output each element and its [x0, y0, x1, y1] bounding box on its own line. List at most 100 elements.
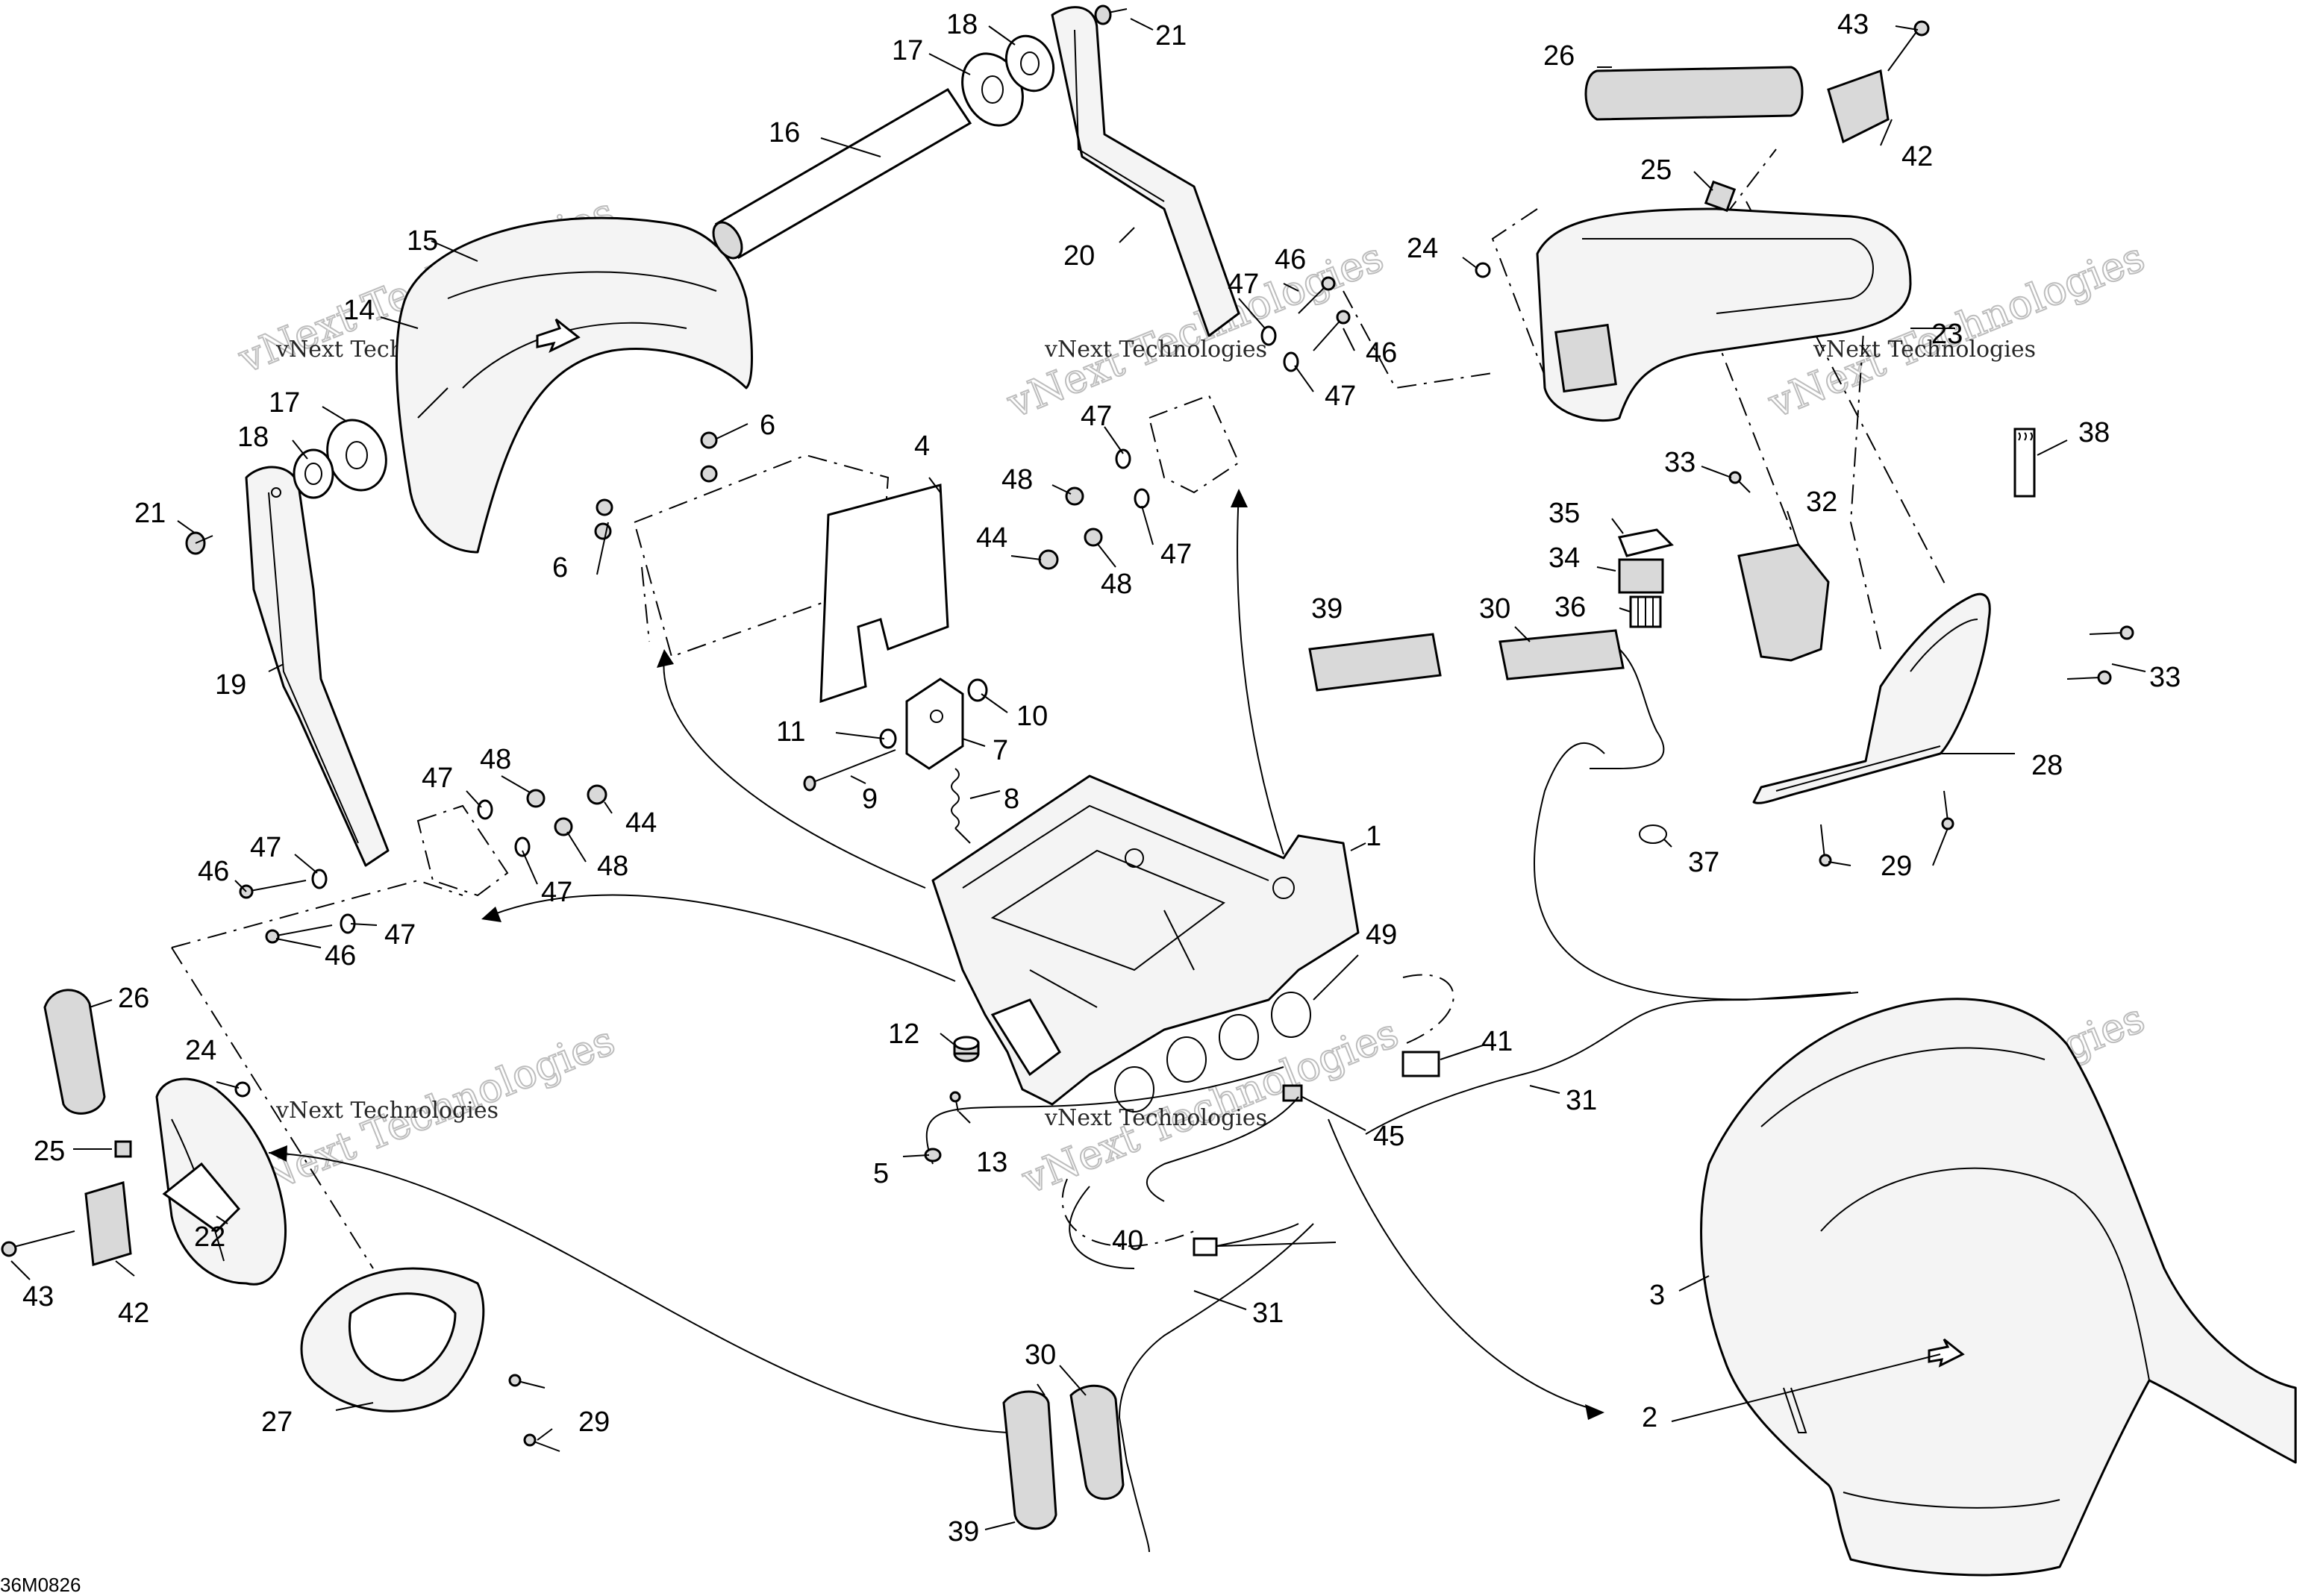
callout-43a: 43	[1837, 9, 1869, 40]
part-39-grip-bottom	[1002, 1390, 1057, 1530]
part-43-bolt-right	[1887, 20, 1930, 72]
part-42-heater-switch-left	[84, 1181, 132, 1266]
part-6-rivets	[594, 431, 718, 540]
callout-45: 45	[1373, 1121, 1404, 1152]
callout-47a: 47	[1228, 269, 1259, 300]
part-41-connector	[1401, 1051, 1440, 1077]
callout-7: 7	[993, 735, 1008, 766]
part-31-harness-lower	[1118, 1223, 1314, 1553]
callout-27: 27	[261, 1406, 293, 1438]
callout-2: 2	[1642, 1402, 1657, 1433]
callout-48d: 48	[597, 851, 628, 882]
callout-18a: 18	[946, 9, 978, 40]
callout-6a: 6	[552, 552, 568, 583]
callout-46c: 46	[198, 856, 229, 887]
callout-33b: 33	[2149, 662, 2181, 693]
part-35-switch-cap	[1617, 528, 1674, 557]
callout-25b: 25	[34, 1136, 65, 1167]
part-29-screws-left	[508, 1374, 560, 1452]
callout-47h: 47	[541, 877, 572, 908]
callout-31b: 31	[1566, 1085, 1597, 1116]
callout-44a: 44	[976, 522, 1007, 554]
callout-26a: 26	[1543, 40, 1575, 72]
part-30-grip-bottom	[1069, 1384, 1125, 1500]
callout-40: 40	[1112, 1225, 1143, 1257]
part-25-plug-left	[114, 1140, 132, 1158]
part-15-upper-fairing	[395, 216, 753, 554]
callout-29b: 29	[578, 1406, 610, 1438]
left-mount-bracket	[416, 804, 509, 897]
callout-47g: 47	[384, 919, 416, 951]
part-31-harness-upper	[1365, 992, 1851, 1135]
callout-47c: 47	[1081, 401, 1112, 432]
callout-17a: 17	[892, 35, 923, 66]
callout-13: 13	[976, 1147, 1007, 1178]
callout-8: 8	[1004, 783, 1019, 815]
diagram-reference-code: 36M0826	[0, 1574, 81, 1596]
part-48-nuts	[526, 486, 1103, 836]
callout-30b: 30	[1479, 593, 1510, 625]
callout-46a: 46	[1275, 244, 1306, 275]
watermark-text: vNext Technologies	[1044, 1105, 1267, 1131]
part-27-left-cover	[300, 1267, 485, 1412]
callout-9: 9	[862, 783, 878, 815]
callout-28: 28	[2031, 750, 2063, 781]
callout-18b: 18	[237, 422, 269, 453]
callout-17b: 17	[269, 387, 300, 419]
part-47-washers	[311, 325, 1299, 934]
callout-21b: 21	[134, 498, 166, 529]
callout-20: 20	[1063, 240, 1095, 272]
part-28-right-cover	[1752, 592, 1991, 804]
callout-49: 49	[1366, 919, 1397, 951]
callout-labels: 1 2 3 4 5 6 6 7 8 9 10 11 12 13 14 15 16…	[0, 9, 2181, 1596]
part-18-bushing-left	[293, 448, 334, 499]
callout-48b: 48	[1101, 569, 1132, 600]
part-14-arrow-decal	[536, 318, 581, 354]
part-33-screw-top	[1728, 471, 1751, 493]
callout-24a: 24	[1407, 233, 1438, 264]
callout-36: 36	[1554, 592, 1586, 623]
callout-43b: 43	[22, 1281, 54, 1312]
part-38-heater-decal	[2013, 428, 2036, 498]
callout-41: 41	[1481, 1026, 1513, 1057]
callout-39b: 39	[1311, 593, 1343, 625]
callout-3: 3	[1649, 1280, 1665, 1311]
callout-5: 5	[873, 1158, 889, 1189]
callout-26b: 26	[118, 983, 149, 1014]
callout-48a: 48	[1001, 464, 1033, 495]
callout-47d: 47	[1160, 539, 1192, 570]
callout-16: 16	[769, 117, 800, 148]
part-21-bolt-top	[1094, 4, 1128, 25]
watermark-text: vNext Technologies	[1044, 337, 1267, 363]
part-23-right-handle	[1536, 207, 1912, 422]
callout-14: 14	[343, 295, 375, 326]
part-33-screws-right	[2066, 625, 2134, 685]
callout-47e: 47	[250, 832, 281, 863]
callout-10: 10	[1016, 701, 1048, 732]
part-32-switch-housing	[1737, 543, 1830, 662]
callout-30a: 30	[1025, 1339, 1056, 1371]
callout-25a: 25	[1640, 154, 1672, 186]
part-13-screw	[949, 1091, 961, 1112]
callout-11: 11	[776, 716, 805, 748]
callout-32: 32	[1806, 486, 1837, 518]
part-20-right-arm	[1051, 6, 1240, 337]
part-30-grip-center	[1498, 629, 1665, 769]
part-24-screw-right	[1475, 262, 1491, 278]
part-25-plug-right	[1704, 180, 1737, 213]
part-40-connector	[1193, 1223, 1299, 1257]
part-19-left-arm	[245, 466, 390, 867]
callout-34: 34	[1548, 542, 1580, 574]
part-18-bushing-top	[1004, 34, 1055, 93]
callout-46d: 46	[325, 940, 356, 971]
callout-33a: 33	[1664, 447, 1696, 478]
callout-44b: 44	[625, 807, 657, 839]
part-21-bolt-left	[185, 531, 213, 555]
part-4-panel	[633, 454, 949, 704]
callout-29a: 29	[1881, 851, 1912, 882]
part-9-bolt	[803, 749, 896, 792]
part-7-latch-bracket	[905, 677, 964, 770]
part-43-bolt-left	[1, 1230, 75, 1257]
callout-21a: 21	[1155, 20, 1187, 51]
callout-12: 12	[888, 1018, 919, 1050]
